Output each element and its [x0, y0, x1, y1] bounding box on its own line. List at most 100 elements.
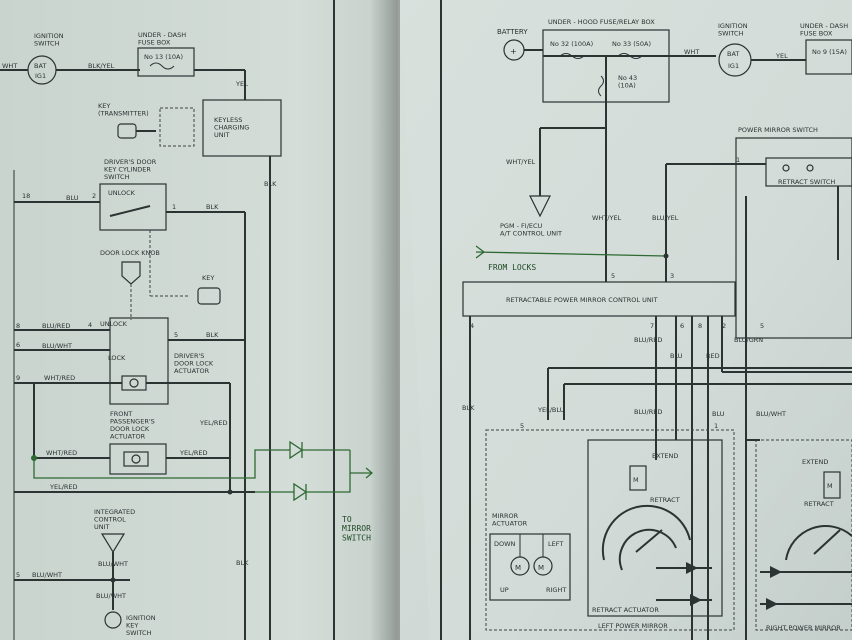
r-blu-grn-label: BLU/GRN	[734, 336, 763, 344]
l-pin-5: 5	[174, 331, 178, 339]
retract-switch	[765, 157, 852, 187]
r-pin-3: 3	[670, 272, 674, 280]
l-yel-red-label-3: YEL/RED	[49, 483, 78, 491]
svg-text:M: M	[538, 564, 544, 572]
l-lock-label: LOCK	[108, 354, 126, 362]
r-ig1-label: IG1	[728, 62, 739, 70]
rpm-extend-label: EXTEND	[802, 458, 828, 466]
r-wht-yel-label-1: WHT/YEL	[506, 158, 536, 166]
svg-text:M: M	[827, 482, 833, 490]
l-yel-label: YEL	[235, 80, 248, 88]
r-pin-8: 8	[698, 322, 702, 330]
l-ig1-label: IG1	[35, 72, 46, 80]
retractable-mirror-control-unit	[462, 281, 736, 317]
down-label: DOWN	[494, 540, 516, 548]
fuse-33-label: No 33 (50A)	[612, 40, 651, 48]
retract-actuator-left	[587, 439, 723, 617]
key-transmitter-label: KEY(TRANSMITTER)	[98, 102, 149, 117]
door-lock-knob-label: DOOR LOCK KNOB	[100, 249, 160, 257]
rpm-retract-motor	[823, 471, 841, 499]
page-spine-shadow	[370, 0, 400, 640]
right-label: RIGHT	[546, 586, 566, 594]
lpm-retract-motor	[629, 465, 647, 491]
diode-2	[293, 482, 308, 502]
ignition-key-switch-symbol	[104, 611, 122, 629]
l-blk-yel-label: BLK/YEL	[88, 62, 115, 70]
r-under-dash-fuse-box	[805, 39, 852, 75]
l-pin-8: 8	[16, 322, 20, 330]
l-pin-9: 9	[16, 374, 20, 382]
lpm-arc	[601, 504, 691, 561]
rpm-retract-label: RETRACT	[804, 500, 834, 508]
right-power-mirror-label: RIGHT POWER MIRROR	[766, 624, 841, 632]
l-fuse-13-label: No 13 (10A)	[144, 53, 183, 61]
l-blk-label-4: BLK	[236, 559, 249, 567]
pgm-fi-ecu-symbol	[529, 195, 551, 218]
r-pin-7: 7	[650, 322, 654, 330]
r-red-label: RED	[706, 352, 720, 360]
r-blu-wht-label: BLU/WHT	[756, 410, 786, 418]
r-pin-5b: 5	[760, 322, 764, 330]
l-unlock-label: UNLOCK	[108, 189, 136, 197]
drivers-door-lock-actuator	[109, 317, 169, 405]
l-pin-5b: 5	[16, 571, 20, 579]
r-pin-1: 1	[736, 156, 740, 164]
r-blu-label-2: BLU	[712, 410, 725, 418]
handwritten-from-locks: FROM LOCKS	[488, 263, 536, 272]
l-blu-wht-label-3: BLU/WHT	[32, 571, 62, 579]
l-blu-red-label: BLU/RED	[42, 322, 70, 330]
diode-1	[289, 440, 304, 460]
right-page	[398, 0, 852, 640]
control-unit-label: RETRACTABLE POWER MIRROR CONTROL UNIT	[506, 296, 658, 304]
door-key-cylinder-switch	[99, 183, 167, 231]
left-power-mirror-group	[485, 429, 735, 631]
l-blk-label-1: BLK	[264, 180, 277, 188]
r-blu-label-1: BLU	[670, 352, 683, 360]
l-yel-red-label-1: YEL/RED	[199, 419, 228, 427]
up-label: UP	[500, 586, 509, 594]
door-lock-knob-icon	[121, 261, 141, 285]
lpm-retract-actuator-label: RETRACT ACTUATOR	[592, 606, 659, 614]
r-bat-label: BAT	[727, 50, 739, 58]
lpm-pin-5: 5	[520, 422, 524, 430]
l-under-dash-fuse-box	[137, 47, 195, 77]
l-key-label: KEY	[202, 274, 214, 282]
r-pin-2: 2	[722, 322, 726, 330]
integrated-unit-symbol	[100, 533, 126, 554]
fuse-9-label: No 9 (15A)	[812, 48, 847, 56]
keyless-charging-unit	[202, 99, 282, 157]
retract-switch-label: RETRACT SWITCH	[778, 178, 835, 186]
l-pin-4: 4	[88, 321, 92, 329]
battery-label: BATTERY	[497, 28, 528, 36]
right-power-mirror-group	[755, 439, 852, 631]
l-unlock-label-2: UNLOCK	[100, 320, 128, 328]
l-pin-6: 6	[16, 341, 20, 349]
lpm-pin-1: 1	[714, 422, 718, 430]
r-blu-red-label-1: BLU/RED	[634, 336, 662, 344]
r-blk-label: BLK	[462, 404, 475, 412]
l-bat-label: BAT	[34, 62, 46, 70]
r-pin-4: 4	[470, 322, 474, 330]
fuse-43-label: No 43(10A)	[618, 74, 637, 89]
r-blu-red-label-2: BLU/RED	[634, 408, 662, 416]
r-pin-6: 6	[680, 322, 684, 330]
l-blu-wht-label-4: BLU/WHT	[96, 592, 126, 600]
l-pin-2: 2	[92, 192, 96, 200]
lpm-retract-label: RETRACT	[650, 496, 680, 504]
green-arrow-from-locks	[475, 245, 486, 259]
l-blu-wht-label-2: BLU/WHT	[98, 560, 128, 568]
